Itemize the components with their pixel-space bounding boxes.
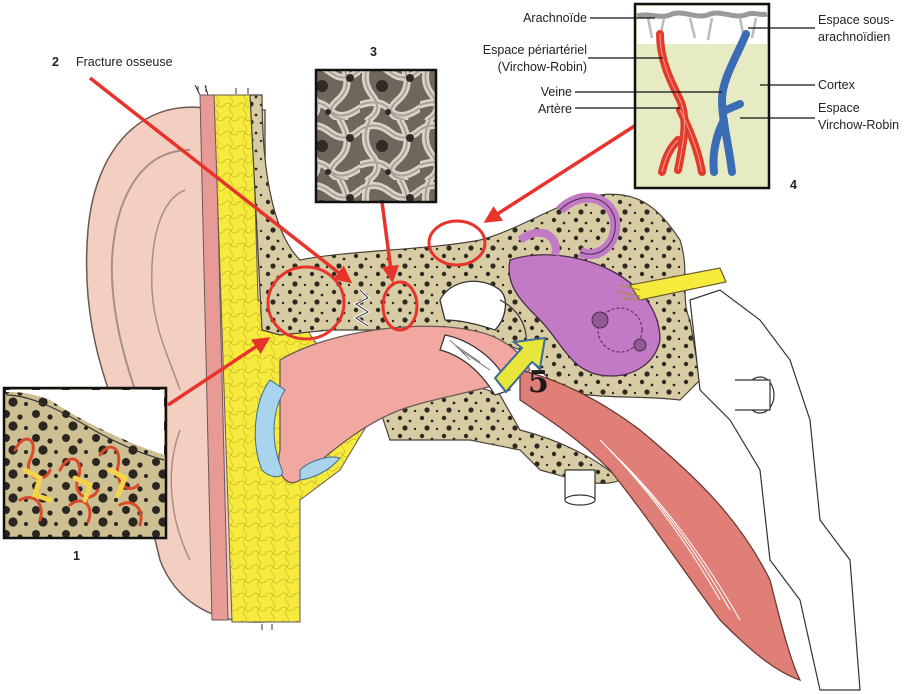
number-2: 2 [52,55,59,69]
number-1: 1 [73,549,80,563]
petrous-soft-tissue [689,289,861,691]
inset-3-micro-bone [314,68,438,204]
label-arachnoide: Arachnoïde [523,11,587,25]
label-artere: Artère [538,102,572,116]
arrow-micro [380,201,400,284]
label-periarteriel-2: (Virchow-Robin) [498,60,587,74]
vein-blue-small [299,456,341,481]
circle-bone-marrow [266,265,346,341]
number-5: 5 [528,365,549,400]
label-vr-2: Virchow-Robin [818,118,899,132]
number-4: 4 [790,178,797,192]
number-3: 3 [370,45,377,59]
circle-micro-bone [381,280,419,332]
label-fracture: Fracture osseuse [76,55,173,69]
arrow-cortex [483,123,637,223]
inset-4-leaders [575,17,815,119]
label-vr-1: Espace [818,101,860,115]
ossicles [439,280,507,331]
label-cortex: Cortex [818,78,856,92]
skin-layer [199,94,229,621]
inset-1-bone-marrow [2,386,168,540]
inset-4-virchow-robin [633,2,771,190]
arrow-fracture [88,76,353,284]
label-veine: Veine [541,85,572,99]
arrow-5-yellow [493,336,547,394]
label-espace-sous-2: arachnoïdien [818,30,890,44]
label-periarteriel-1: Espace périartériel [483,43,587,57]
arrow-marrow [167,337,271,407]
vein-blue-left [254,379,286,478]
label-espace-sous-1: Espace sous- [818,13,894,27]
circle-cortex-site [427,219,487,267]
